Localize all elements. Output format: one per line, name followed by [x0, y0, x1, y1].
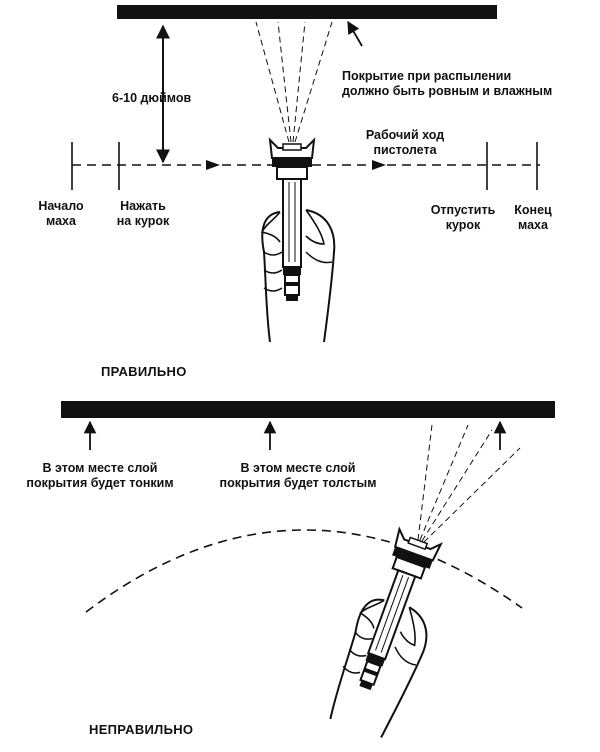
press-trigger-label: Нажать на курок — [116, 199, 170, 228]
stroke-end-label: Конец маха — [514, 203, 552, 232]
thin-layer-label: В этом месте слой покрытия будет тонким — [26, 461, 174, 490]
incorrect-caption: НЕПРАВИЛЬНО — [89, 722, 194, 737]
surface-pointer-arrow — [347, 20, 363, 47]
surface-panel-top — [117, 5, 497, 19]
spray-gun-incorrect — [321, 525, 461, 743]
incorrect-technique-section — [61, 401, 555, 743]
correct-technique-section — [71, 5, 540, 343]
gun-stroke-label: Рабочий ход пистолета — [365, 128, 445, 157]
arc-stroke-path — [85, 529, 523, 613]
stroke-arrow-2 — [372, 160, 386, 170]
surface-panel-bottom — [61, 401, 555, 418]
stroke-start-label: Начало маха — [38, 199, 84, 228]
spray-gun-correct — [261, 139, 336, 343]
thick-layer-label: В этом месте слой покрытия будет толстым — [219, 461, 377, 490]
stroke-arrow-1 — [206, 160, 220, 170]
spray-cone-angled — [417, 424, 521, 543]
release-trigger-label: Отпустить курок — [430, 203, 496, 232]
coating-note: Покрытие при распылении должно быть ровн… — [342, 69, 553, 98]
correct-caption: ПРАВИЛЬНО — [101, 364, 187, 379]
distance-label: 6-10 дюймов — [112, 91, 192, 105]
spray-cone — [255, 21, 333, 143]
